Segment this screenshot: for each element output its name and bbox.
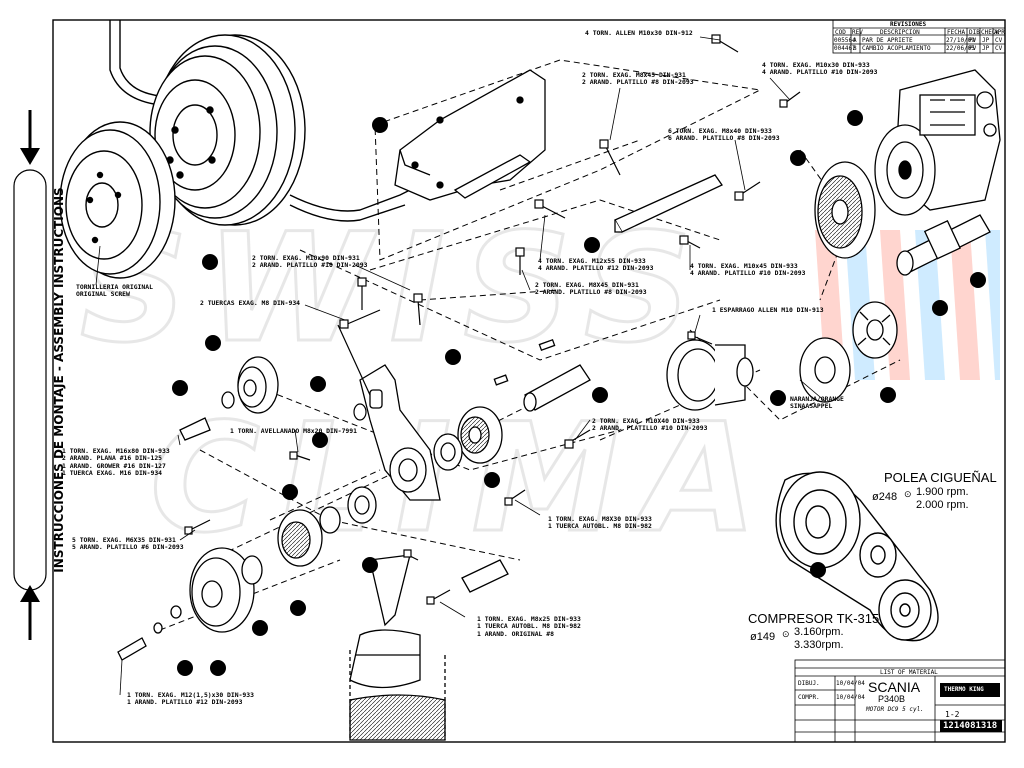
rev-row-2-apr: CV xyxy=(995,45,1003,52)
sidebar: INSTRUCCIONES DE MONTAJE - ASSEMBLY INST… xyxy=(14,170,66,590)
sheet-number: 1-2 xyxy=(945,710,960,719)
lower-pulley xyxy=(117,547,263,661)
idler-shaft xyxy=(493,338,591,412)
crank-diam-marker: ⊙ xyxy=(904,489,912,499)
engine-pulley xyxy=(149,34,306,226)
rev-row-1-desc: PAR DE APRIETE xyxy=(862,37,913,44)
arrow-down-icon xyxy=(20,110,40,165)
arrow-up-icon xyxy=(20,585,40,640)
note-coupling: NARANJA/ORANGE SINAASAPPEL xyxy=(790,395,844,411)
note-m12: 1 TORN. EXAG. M12(1,5)x30 DIN-933 1 ARAN… xyxy=(127,691,254,707)
note-m8x30: 1 TORN. EXAG. M8X30 DIN-933 1 TUERCA AUT… xyxy=(548,515,652,531)
rev-row-1-apr: CV xyxy=(995,37,1003,44)
rev-row-1-date: 27/10/09 xyxy=(946,37,975,44)
note-m8x45-mid: 2 TORN. EXAG. M8X45 DIN-931 2 ARAND. PLA… xyxy=(535,281,647,297)
pulley-hub xyxy=(277,486,377,567)
rev-row-1-check: JP xyxy=(982,37,990,44)
note-m10x30: 4 TORN. EXAG. M10x30 DIN-933 4 ARAND. PL… xyxy=(762,61,878,77)
revision-table xyxy=(832,19,1006,54)
belt-diagram xyxy=(775,471,939,642)
rev-header-apr: APR xyxy=(994,29,1005,36)
note-m8x40: 6 TORN. EXAG. M8x40 DIN-933 6 ARAND. PLA… xyxy=(668,127,780,143)
crank-rpm-2: 2.000 rpm. xyxy=(916,499,969,511)
support-leg xyxy=(349,554,509,741)
coupling-sleeve xyxy=(666,339,754,411)
rev-header-date: FECHA xyxy=(947,29,966,36)
note-m12x55: 4 TORN. EXAG. M12x55 DIN-933 4 ARAND. PL… xyxy=(538,257,654,273)
revisions-title: REVISIONES xyxy=(890,21,927,28)
drawn-label: DIBUJ. xyxy=(798,680,820,687)
note-nuts-m8: 2 TUERCAS EXAG. M8 DIN-934 xyxy=(200,299,301,307)
checked-date: 10/04/04 xyxy=(836,694,865,701)
rev-header-check: CHECK xyxy=(981,29,1000,36)
company-logo xyxy=(940,683,1000,697)
rev-row-1-rev: A xyxy=(853,37,857,44)
coupling-flange xyxy=(799,337,851,403)
tension-pulley xyxy=(179,356,279,441)
drive-shaft xyxy=(896,214,991,276)
compressor-hub xyxy=(814,161,876,259)
compressor-rpm-2: 3.330rpm. xyxy=(794,639,844,651)
note-m10x90: 2 TORN. EXAG. M10x90 DIN-931 2 ARAND. PL… xyxy=(252,254,368,270)
note-m8x25: 1 TORN. EXAG. M8x25 DIN-933 1 TUERCA AUT… xyxy=(477,615,581,638)
leader-lines xyxy=(95,36,827,696)
sidebar-title: INSTRUCCIONES DE MONTAJE - ASSEMBLY INST… xyxy=(52,187,66,573)
brand-name: SCANIA xyxy=(868,679,921,695)
note-allen-screw: 4 TORN. ALLEN M10x30 DIN-912 xyxy=(585,29,693,37)
rev-row-2-cod: 004467 xyxy=(834,45,856,52)
crank-pulley-title: POLEA CIGUEÑAL xyxy=(884,470,997,485)
drawn-date: 10/04/04 xyxy=(836,680,865,687)
coupling-element xyxy=(852,301,898,359)
rev-row-2-desc: CAMBIO ACOPLAMIENTO xyxy=(862,45,931,52)
svg-text:CLIMA: CLIMA xyxy=(150,392,777,566)
idler-bearing xyxy=(433,406,503,471)
crank-pulley xyxy=(59,121,176,279)
rev-row-2-rev: B xyxy=(853,45,857,52)
sidebar-frame xyxy=(13,169,47,591)
rev-row-2-check: JP xyxy=(982,45,990,52)
rev-row-1-cod: 005564 xyxy=(834,37,856,44)
compressor-pulley-diameter: ø149 xyxy=(750,631,776,643)
note-m8x45-top: 2 TORN. EXAG. M8x45 DIN-931 2 ARAND. PLA… xyxy=(582,71,694,87)
watermark: SWISS CLIMA xyxy=(79,201,1000,568)
parts-list-label: LIST OF MATERIAL xyxy=(880,669,938,676)
upper-bracket xyxy=(394,69,723,233)
model-name: P340B xyxy=(878,694,906,704)
note-m10x45: 4 TORN. EXAG. M10x45 DIN-933 4 ARAND. PL… xyxy=(690,262,806,278)
bolt-icons xyxy=(184,34,801,605)
note-original-screw: TORNILLERIA ORIGINAL ORIGINAL SCREW xyxy=(76,283,153,299)
company-name: THERMO KING xyxy=(944,686,984,693)
compressor-title: COMPRESOR TK-315 xyxy=(748,611,880,626)
note-countersunk: 1 TORN. AVELLANADO M8x20 DIN-7991 xyxy=(230,427,357,435)
checked-label: COMPR. xyxy=(798,694,820,701)
rev-row-1-dib: PV xyxy=(969,37,977,44)
rev-header-cod: COD xyxy=(835,29,846,36)
drawing-number: 1214081318 xyxy=(943,721,998,731)
note-m16x80: 1 TORN. EXAG. M16x80 DIN-933 2 ARAND. PL… xyxy=(62,447,170,478)
crank-rpm-1: 1.900 rpm. xyxy=(916,486,969,498)
rev-header-dib: DIB xyxy=(969,29,980,36)
note-m10x40: 2 TORN. EXAG. M10X40 DIN-933 2 ARAND. PL… xyxy=(592,417,708,433)
crank-pulley-diameter: ø248 xyxy=(872,491,898,503)
main-bracket xyxy=(359,364,441,501)
rev-header-rev: REV xyxy=(852,29,863,36)
callout-dots xyxy=(172,110,986,676)
note-m6x35: 5 TORN. EXAG. M6X35 DIN-931 5 ARAND. PLA… xyxy=(72,536,184,552)
rev-row-2-date: 22/06/05 xyxy=(946,45,975,52)
engine-label: MOTOR DC9 5 cyl. xyxy=(866,706,924,713)
note-allen-set-screw: 1 ESPARRAGO ALLEN M10 DIN-913 xyxy=(712,306,824,314)
compressor-rpm-1: 3.160rpm. xyxy=(794,626,844,638)
comp-diam-marker: ⊙ xyxy=(782,629,790,639)
drawing-frame xyxy=(52,19,1006,743)
rev-header-desc: DESCRIPCION xyxy=(880,29,920,36)
rev-row-2-dib: PV xyxy=(969,45,977,52)
drawing-number-box xyxy=(940,720,1002,732)
compressor xyxy=(874,69,1001,216)
